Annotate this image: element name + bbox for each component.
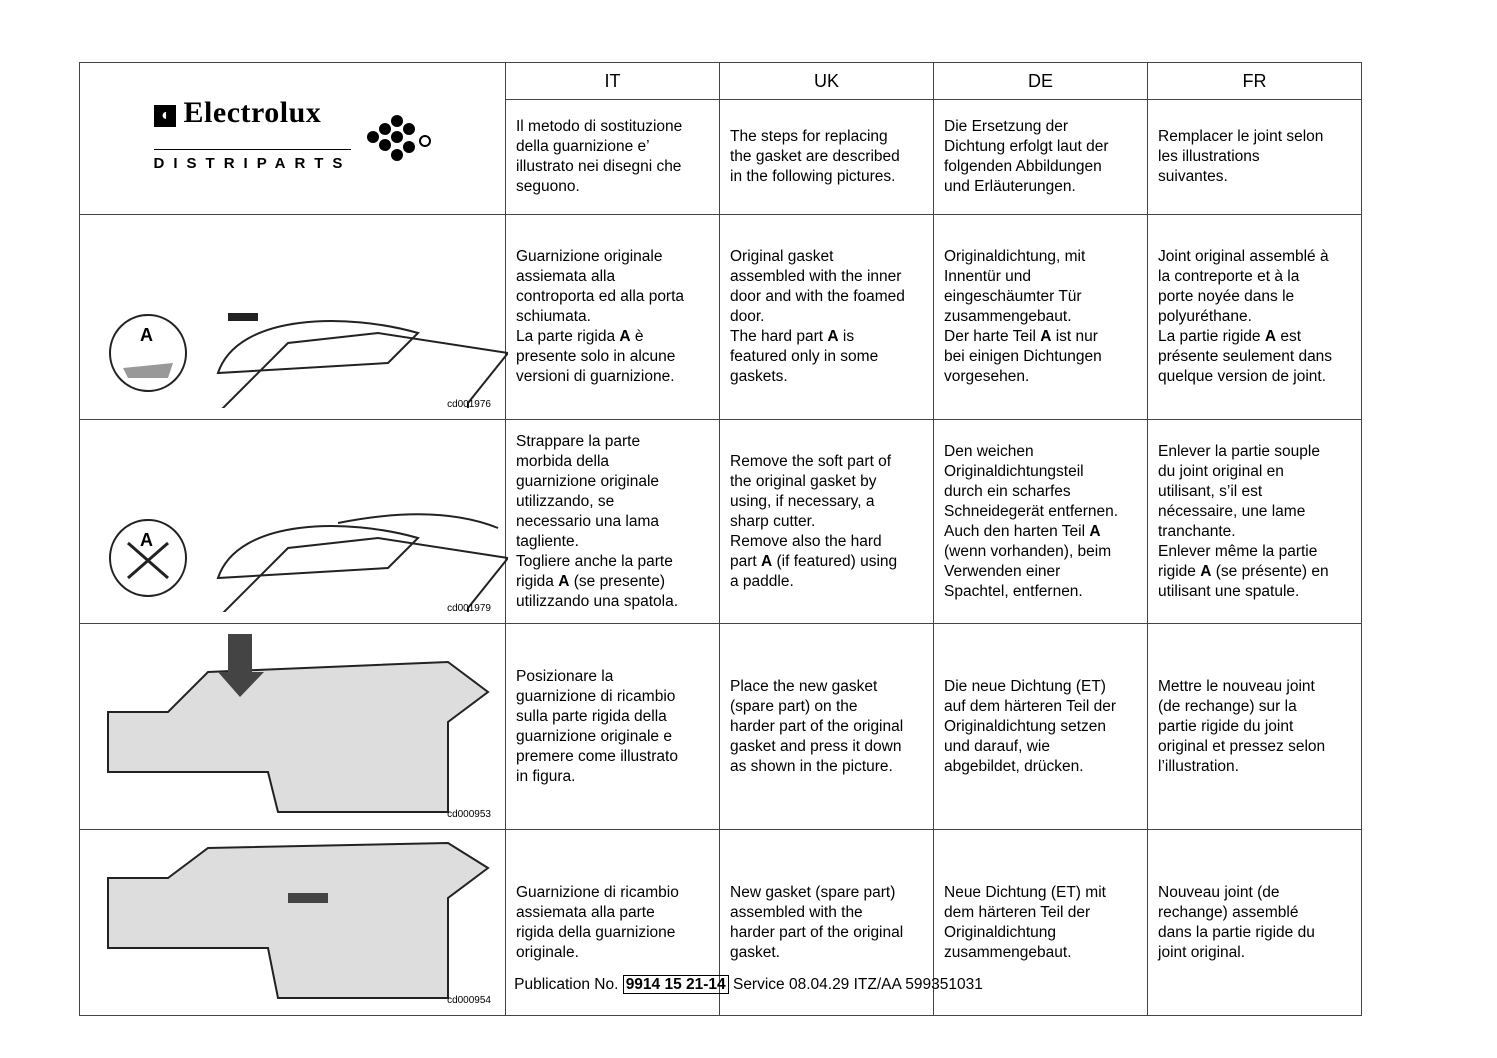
figure-code: cd001979 bbox=[447, 603, 491, 614]
text: è presente solo in alcune versioni di gu… bbox=[516, 328, 676, 385]
text: Place the new gasket (spare part) on the… bbox=[730, 677, 904, 775]
text: est présente seulement dans quelque vers… bbox=[1158, 328, 1333, 385]
step-text-uk: Remove the soft part of the original gas… bbox=[719, 419, 934, 624]
logo-cell: ◖ Electrolux DISTRIPARTS bbox=[79, 62, 506, 215]
lang-header-it: IT bbox=[505, 62, 720, 100]
text: (if featured) using a paddle. bbox=[730, 552, 898, 590]
intro-uk: The steps for replacing the gasket are d… bbox=[719, 98, 934, 216]
step-illustration: cd000954 bbox=[79, 829, 506, 1016]
step-text-de: Die neue Dichtung (ET) auf dem härteren … bbox=[933, 623, 1148, 830]
lang-header-de: DE bbox=[933, 62, 1148, 100]
svg-text:A: A bbox=[140, 325, 153, 345]
text: Nouveau joint (de rechange) assemblé dan… bbox=[1158, 883, 1315, 961]
intro-fr: Remplacer le joint selon les illustratio… bbox=[1147, 98, 1362, 216]
gasket-drawing-icon bbox=[107, 841, 490, 999]
text: Die neue Dichtung (ET) auf dem härteren … bbox=[944, 677, 1117, 775]
gasket-drawing-icon: A bbox=[109, 313, 508, 408]
step-text-de: Den weichen Originaldichtungsteil durch … bbox=[933, 419, 1148, 624]
step-text-fr: Joint original assemblé à la contreporte… bbox=[1147, 214, 1362, 420]
step-row: cd000954 Guarnizione di ricambio assiemat… bbox=[79, 829, 1362, 1016]
instruction-table: ◖ Electrolux DISTRIPARTS IT UK DE FR Il m… bbox=[79, 62, 1362, 1016]
publication-footer: Publication No. 9914 15 21-14 Service 08… bbox=[0, 975, 1497, 994]
figure-code: cd001976 bbox=[447, 399, 491, 410]
part-label: A bbox=[619, 328, 631, 345]
text: Mettre le nouveau joint (de rechange) su… bbox=[1158, 677, 1326, 775]
text: Joint original assemblé à la contreporte… bbox=[1158, 248, 1329, 345]
gasket-drawing-icon bbox=[107, 634, 490, 813]
footer-label: Publication No. bbox=[514, 976, 623, 993]
text: Guarnizione di ricambio assiemata alla p… bbox=[516, 883, 679, 961]
text: Enlever la partie souple du joint origin… bbox=[1158, 442, 1320, 580]
step-text-uk: Place the new gasket (spare part) on the… bbox=[719, 623, 934, 830]
text: ist nur bei einigen Dichtungen vorgesehe… bbox=[944, 328, 1102, 385]
gasket-drawing-icon: A bbox=[109, 513, 508, 612]
part-label: A bbox=[558, 572, 570, 590]
svg-text:A: A bbox=[140, 530, 153, 550]
intro-it: Il metodo di sostituzione della guarnizi… bbox=[505, 98, 720, 216]
step-row: cd000953 Posizionare la guarnizione di ri… bbox=[79, 623, 1362, 830]
text: Remove the soft part of the original gas… bbox=[730, 452, 892, 570]
part-label: A bbox=[1264, 328, 1277, 345]
text: is featured only in some gaskets. bbox=[730, 328, 879, 385]
text: New gasket (spare part) assembled with t… bbox=[730, 883, 904, 961]
step-text-it: Strappare la parte morbida della guarniz… bbox=[505, 419, 720, 624]
part-label: A bbox=[827, 328, 839, 345]
part-label: A bbox=[1040, 328, 1052, 345]
step-text-fr: Enlever la partie souple du joint origin… bbox=[1147, 419, 1362, 624]
text: Strappare la parte morbida della guarniz… bbox=[516, 432, 673, 590]
lang-header-fr: FR bbox=[1147, 62, 1362, 100]
text: Posizionare la guarnizione di ricambio s… bbox=[516, 667, 678, 785]
step-text-uk: New gasket (spare part) assembled with t… bbox=[719, 829, 934, 1016]
text: Originaldichtung, mit Innentür und einge… bbox=[944, 248, 1086, 345]
publication-number: 9914 15 21-14 bbox=[622, 975, 729, 994]
lang-header-uk: UK bbox=[719, 62, 934, 100]
step-illustration: cd000953 bbox=[79, 623, 506, 830]
figure-code: cd000953 bbox=[447, 809, 491, 820]
step-text-it: Guarnizione di ricambio assiemata alla p… bbox=[505, 829, 720, 1016]
text: Den weichen Originaldichtungsteil durch … bbox=[944, 442, 1119, 540]
step-text-it: Posizionare la guarnizione di ricambio s… bbox=[505, 623, 720, 830]
text: (se présente) en utilisant une spatule. bbox=[1158, 562, 1329, 600]
step-text-de: Originaldichtung, mit Innentür und einge… bbox=[933, 214, 1148, 420]
part-label: A bbox=[761, 552, 773, 570]
text: Original gasket assembled with the inner… bbox=[730, 248, 905, 345]
dati-grafici-badge-icon bbox=[367, 114, 432, 161]
step-text-fr: Mettre le nouveau joint (de rechange) su… bbox=[1147, 623, 1362, 830]
part-label: A bbox=[1089, 522, 1101, 540]
text: (se presente) utilizzando una spatola. bbox=[516, 572, 679, 610]
text: Guarnizione originale assiemata alla con… bbox=[516, 248, 685, 345]
step-text-fr: Nouveau joint (de rechange) assemblé dan… bbox=[1147, 829, 1362, 1016]
step-text-uk: Original gasket assembled with the inner… bbox=[719, 214, 934, 420]
text: (wenn vorhanden), beim Verwenden einer S… bbox=[944, 542, 1112, 600]
text: Neue Dichtung (ET) mit dem härteren Teil… bbox=[944, 883, 1106, 961]
footer-service: Service 08.04.29 ITZ/AA 599351031 bbox=[728, 976, 983, 993]
brand-name: Electrolux bbox=[183, 96, 322, 129]
intro-de: Die Ersetzung der Dichtung erfolgt laut … bbox=[933, 98, 1148, 216]
electrolux-distriparts-logo: ◖ Electrolux DISTRIPARTS bbox=[80, 83, 505, 194]
part-label: A bbox=[1200, 562, 1212, 580]
electrolux-logo-icon: ◖ bbox=[153, 105, 176, 127]
brand-sub: DISTRIPARTS bbox=[153, 149, 352, 174]
step-text-it: Guarnizione originale assiemata alla con… bbox=[505, 214, 720, 420]
figure-code: cd000954 bbox=[447, 995, 491, 1006]
